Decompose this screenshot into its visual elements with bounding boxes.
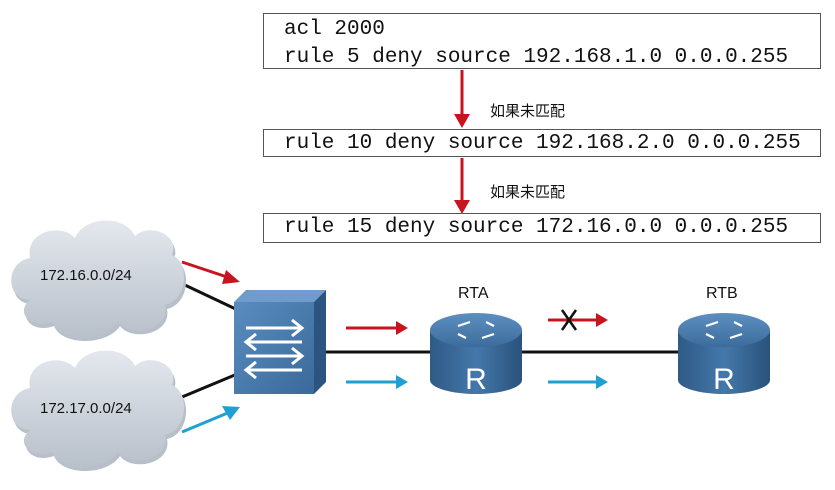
blue-arrow-net2	[181, 406, 240, 434]
acl-header: acl 2000	[284, 18, 385, 41]
router-rta-letter: R	[465, 363, 487, 396]
blue-arrow-rta-rtb	[548, 375, 608, 389]
cloud-net2	[11, 350, 187, 471]
red-arrow-switch-rta	[346, 321, 408, 335]
blue-arrow-switch-rta	[346, 375, 408, 389]
router-rta-label: RTA	[458, 285, 489, 302]
deny-x-icon	[560, 309, 578, 331]
no-match-label-2: 如果未匹配	[490, 183, 566, 201]
router-rtb-icon	[678, 313, 770, 394]
red-arrow-rta-blocked	[548, 313, 608, 327]
acl-rule-5: rule 5 deny source 192.168.1.0 0.0.0.255	[284, 46, 789, 69]
router-rta-icon	[430, 313, 522, 394]
flow-arrow-1	[454, 70, 470, 128]
acl-rule-10: rule 10 deny source 192.168.2.0 0.0.0.25…	[284, 132, 801, 155]
acl-rule-box-3: rule 15 deny source 172.16.0.0 0.0.0.255	[263, 213, 821, 243]
router-rtb-letter: R	[713, 363, 735, 396]
cloud-net1	[11, 220, 187, 341]
acl-rule-box-1: acl 2000 rule 5 deny source 192.168.1.0 0…	[263, 13, 821, 69]
red-arrow-net1	[181, 260, 240, 284]
network-label-1: 172.16.0.0/24	[40, 267, 132, 284]
router-rtb-label: RTB	[706, 285, 738, 302]
flow-arrow-2	[454, 158, 470, 214]
acl-rule-15: rule 15 deny source 172.16.0.0 0.0.0.255	[284, 216, 789, 239]
acl-rule-box-2: rule 10 deny source 192.168.2.0 0.0.0.25…	[263, 129, 821, 157]
no-match-label-1: 如果未匹配	[490, 102, 566, 120]
network-label-2: 172.17.0.0/24	[40, 400, 132, 417]
switch-icon	[234, 290, 326, 394]
